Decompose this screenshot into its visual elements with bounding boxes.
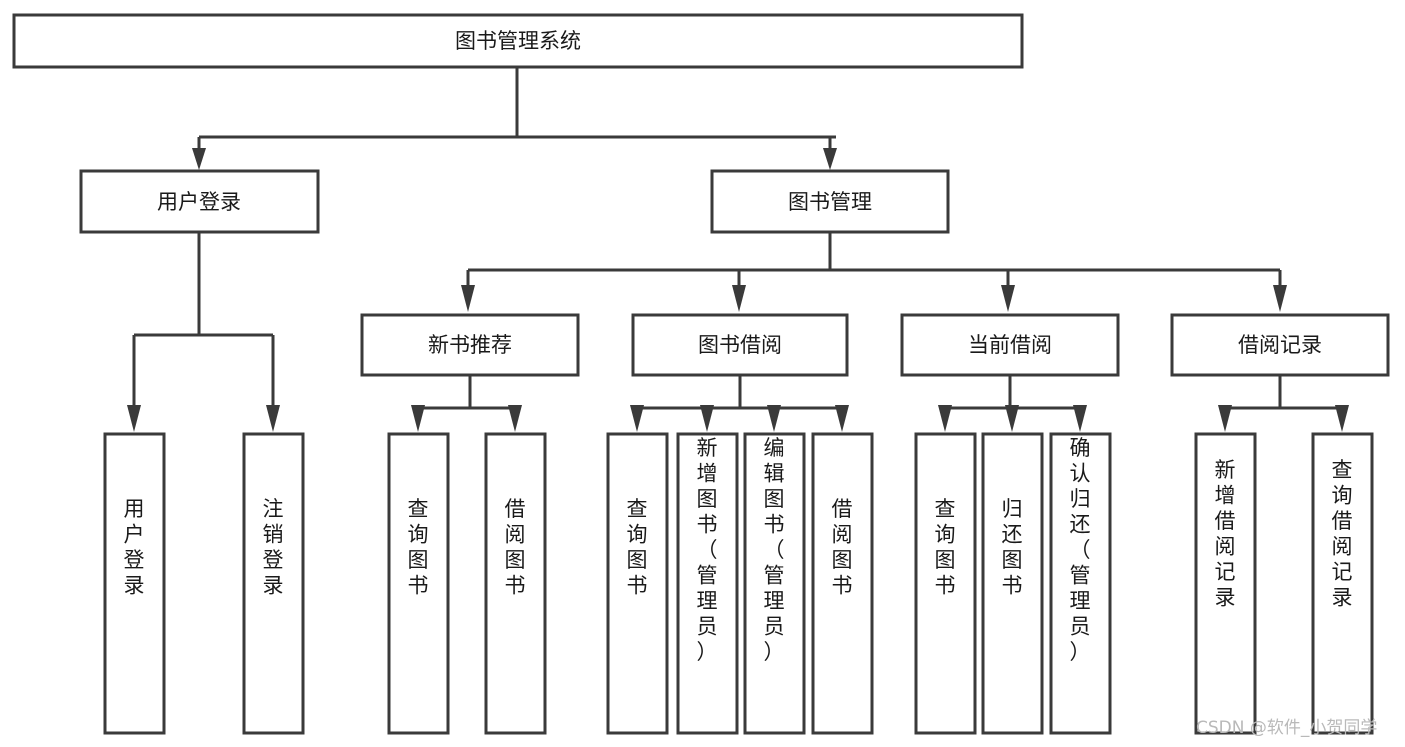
node-leaf-edit-book-box[interactable] xyxy=(743,432,806,735)
node-leaf-query-book-1-box[interactable] xyxy=(387,432,450,735)
edge-layer xyxy=(127,67,1349,432)
node-leaf-user-login-label: 用户登录 xyxy=(124,497,145,598)
node-leaf-return-book[interactable]: 归还图书 xyxy=(981,432,1044,735)
node-book-borrow-box[interactable] xyxy=(631,313,849,377)
arrow-head-leaf-borrow-book-1 xyxy=(508,405,522,432)
node-book-management[interactable]: 图书管理 xyxy=(710,169,950,234)
arrow-head-leaf-query-book-3 xyxy=(938,405,952,432)
node-leaf-logout-label: 注销登录 xyxy=(263,497,284,598)
arrow-head-leaf-logout xyxy=(266,405,280,432)
node-user-login[interactable]: 用户登录 xyxy=(79,169,320,234)
node-leaf-borrow-book-2-box[interactable] xyxy=(811,432,874,735)
node-root-box[interactable] xyxy=(12,13,1024,69)
node-leaf-confirm-return-box[interactable] xyxy=(1049,432,1112,735)
arrow-head-borrow-record xyxy=(1273,285,1287,312)
node-leaf-query-book-2-box[interactable] xyxy=(606,432,669,735)
node-borrow-record-box[interactable] xyxy=(1170,313,1390,377)
node-leaf-user-login[interactable]: 用户登录 xyxy=(103,432,166,735)
node-leaf-add-book-box[interactable] xyxy=(676,432,739,735)
node-current-borrow-box[interactable] xyxy=(900,313,1120,377)
arrow-head-leaf-query-record xyxy=(1335,405,1349,432)
arrow-head-leaf-borrow-book-2 xyxy=(835,405,849,432)
node-leaf-edit-book-label: 编辑图书（管理员） xyxy=(764,436,785,664)
node-leaf-query-book-1[interactable]: 查询图书 xyxy=(387,432,450,735)
node-leaf-query-book-3[interactable]: 查询图书 xyxy=(914,432,977,735)
arrow-head-leaf-edit-book xyxy=(767,405,781,432)
node-leaf-borrow-book-2-label: 借阅图书 xyxy=(832,497,853,598)
csdn-watermark: CSDN @软件_小贺同学 xyxy=(1196,718,1377,738)
arrow-head-leaf-add-record xyxy=(1218,405,1232,432)
node-leaf-add-book-label: 新增图书（管理员） xyxy=(697,436,718,664)
node-leaf-query-book-3-label: 查询图书 xyxy=(935,497,956,598)
arrow-head-new-book-recommend xyxy=(461,285,475,312)
node-book-management-box[interactable] xyxy=(710,169,950,234)
arrow-head-leaf-user-login xyxy=(127,405,141,432)
node-leaf-logout[interactable]: 注销登录 xyxy=(242,432,305,735)
node-leaf-return-book-label: 归还图书 xyxy=(1002,497,1023,598)
node-borrow-record-label: 借阅记录 xyxy=(1238,333,1322,357)
node-user-login-box[interactable] xyxy=(79,169,320,234)
node-leaf-borrow-book-1-box[interactable] xyxy=(484,432,547,735)
node-book-borrow-label: 图书借阅 xyxy=(698,333,782,357)
arrow-head-leaf-confirm-return xyxy=(1073,405,1087,432)
node-borrow-record[interactable]: 借阅记录 xyxy=(1170,313,1390,377)
arrow-head-leaf-return-book xyxy=(1005,405,1019,432)
node-leaf-confirm-return-label: 确认归还（管理员） xyxy=(1070,436,1091,664)
node-new-book-recommend-box[interactable] xyxy=(360,313,580,377)
node-new-book-recommend-label: 新书推荐 xyxy=(428,333,512,357)
node-leaf-query-book-2[interactable]: 查询图书 xyxy=(606,432,669,735)
node-current-borrow[interactable]: 当前借阅 xyxy=(900,313,1120,377)
node-leaf-logout-box[interactable] xyxy=(242,432,305,735)
arrow-head-leaf-query-book-2 xyxy=(630,405,644,432)
node-leaf-confirm-return[interactable]: 确认归还（管理员） xyxy=(1049,432,1112,735)
node-leaf-query-book-2-label: 查询图书 xyxy=(627,497,648,598)
node-leaf-add-record-label: 新增借阅记录 xyxy=(1215,458,1236,610)
node-user-login-label: 用户登录 xyxy=(157,190,241,214)
node-leaf-query-record-box[interactable] xyxy=(1311,432,1374,735)
arrow-head-current-borrow xyxy=(1001,285,1015,312)
node-book-management-label: 图书管理 xyxy=(788,190,872,214)
node-leaf-add-book[interactable]: 新增图书（管理员） xyxy=(676,432,739,735)
arrow-head-leaf-add-book xyxy=(700,405,714,432)
node-leaf-user-login-box[interactable] xyxy=(103,432,166,735)
node-leaf-borrow-book-1-label: 借阅图书 xyxy=(505,497,526,598)
node-leaf-return-book-box[interactable] xyxy=(981,432,1044,735)
node-book-borrow[interactable]: 图书借阅 xyxy=(631,313,849,377)
node-current-borrow-label: 当前借阅 xyxy=(968,333,1052,357)
node-leaf-query-record[interactable]: 查询借阅记录 xyxy=(1311,432,1374,735)
node-leaf-query-book-3-box[interactable] xyxy=(914,432,977,735)
node-leaf-edit-book[interactable]: 编辑图书（管理员） xyxy=(743,432,806,735)
node-leaf-add-record-box[interactable] xyxy=(1194,432,1257,735)
node-leaf-borrow-book-2[interactable]: 借阅图书 xyxy=(811,432,874,735)
node-root-label: 图书管理系统 xyxy=(455,29,581,53)
arrow-head-book-management xyxy=(823,148,837,170)
arrow-head-user-login xyxy=(192,148,206,170)
arrow-head-leaf-query-book-1 xyxy=(411,405,425,432)
node-new-book-recommend[interactable]: 新书推荐 xyxy=(360,313,580,377)
node-leaf-query-record-label: 查询借阅记录 xyxy=(1332,458,1353,610)
node-leaf-borrow-book-1[interactable]: 借阅图书 xyxy=(484,432,547,735)
node-root[interactable]: 图书管理系统 xyxy=(12,13,1024,69)
arrow-head-book-borrow xyxy=(732,285,746,312)
node-leaf-query-book-1-label: 查询图书 xyxy=(408,497,429,598)
node-leaf-add-record[interactable]: 新增借阅记录 xyxy=(1194,432,1257,735)
